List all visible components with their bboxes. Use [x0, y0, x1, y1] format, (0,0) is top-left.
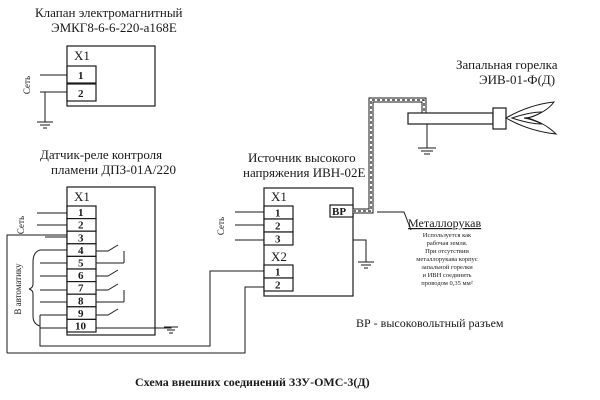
source-x1-terminal-3-box [263, 231, 294, 246]
legend-text: ВР - высоковольтный разъем [356, 316, 504, 330]
sensor-wiring [6, 212, 264, 354]
source-connector2-label: X2 [271, 249, 287, 264]
source-title-line1: Источник высокого [248, 150, 356, 165]
sensor-terminal-3: 3 [78, 232, 84, 244]
burner-title-line1: Запальная горелка [456, 57, 558, 72]
hose-note-line: рабочая земля. [427, 240, 468, 247]
sensor-title-line2: пламени ДПЗ-01А/220 [51, 162, 176, 177]
sensor-terminal-9: 9 [78, 308, 84, 320]
metal-hose [353, 97, 427, 231]
source-x1-terminal-3: 3 [275, 234, 281, 246]
burner-title-line2: ЭИВ-01-Ф(Д) [479, 72, 555, 87]
valve-wiring [40, 74, 67, 122]
hose-note-line: Используется как [423, 232, 472, 239]
automation-brace [28, 249, 67, 327]
source-x1-terminal-2: 2 [275, 221, 281, 233]
valve-connector-label: X1 [74, 48, 90, 63]
source-x2-terminal-2: 2 [275, 280, 281, 292]
hose-note-line: металлорукава корпус [416, 256, 478, 263]
source-title-line2: напряжения ИВН-02Е [243, 165, 365, 180]
valve-ground-icon [37, 121, 53, 129]
sensor-connector-label: X1 [74, 189, 90, 204]
hose-note-line: запальной горелки [421, 264, 473, 271]
sensor-terminal-5: 5 [78, 258, 84, 270]
sensor-terminal-10-box [66, 318, 97, 333]
sensor-terminal-8: 8 [78, 295, 84, 307]
valve-title-line2: ЭМКГ8-6-6-220-а168Е [51, 20, 177, 35]
source-wiring [235, 211, 374, 269]
hose-note-line: и ИВН соединить [422, 272, 471, 279]
valve-terminal-1: 1 [78, 70, 84, 82]
source-x2-terminal-2-box [263, 277, 294, 292]
hose-note-line: При отсутствии [425, 248, 469, 255]
source-connector1-label: X1 [271, 189, 287, 204]
source-x1-terminal-1: 1 [275, 208, 281, 220]
sensor-terminal-1: 1 [78, 207, 84, 219]
valve-terminal-2: 2 [78, 88, 84, 100]
hose-note-line: проводом 0,35 мм² [421, 280, 472, 287]
valve-title-line1: Клапан электромагнитный [35, 5, 183, 20]
hose-label: Металлорукав [408, 216, 481, 230]
sensor-net-label: Сеть [16, 216, 26, 234]
source-x2-terminal-1: 1 [275, 267, 281, 279]
hv-port-label: ВР [332, 206, 346, 218]
sensor-terminal-2: 2 [78, 220, 84, 232]
automation-label: В автоматику [13, 263, 23, 315]
sensor-title-line1: Датчик-реле контроля [40, 147, 162, 162]
sensor-terminal-6: 6 [78, 270, 84, 282]
valve-box: X1 1 2 [66, 45, 156, 107]
burner-icon [407, 101, 558, 155]
sensor-terminal-10: 10 [75, 321, 87, 333]
diagram-caption: Схема внешних соединений ЗЗУ-ОМС-3(Д) [135, 375, 370, 389]
source-net-label: Сеть [216, 217, 226, 235]
valve-net-label: Сеть [22, 76, 32, 94]
sensor-terminal-7: 7 [78, 283, 84, 295]
sensor-terminal-4: 4 [78, 245, 84, 257]
